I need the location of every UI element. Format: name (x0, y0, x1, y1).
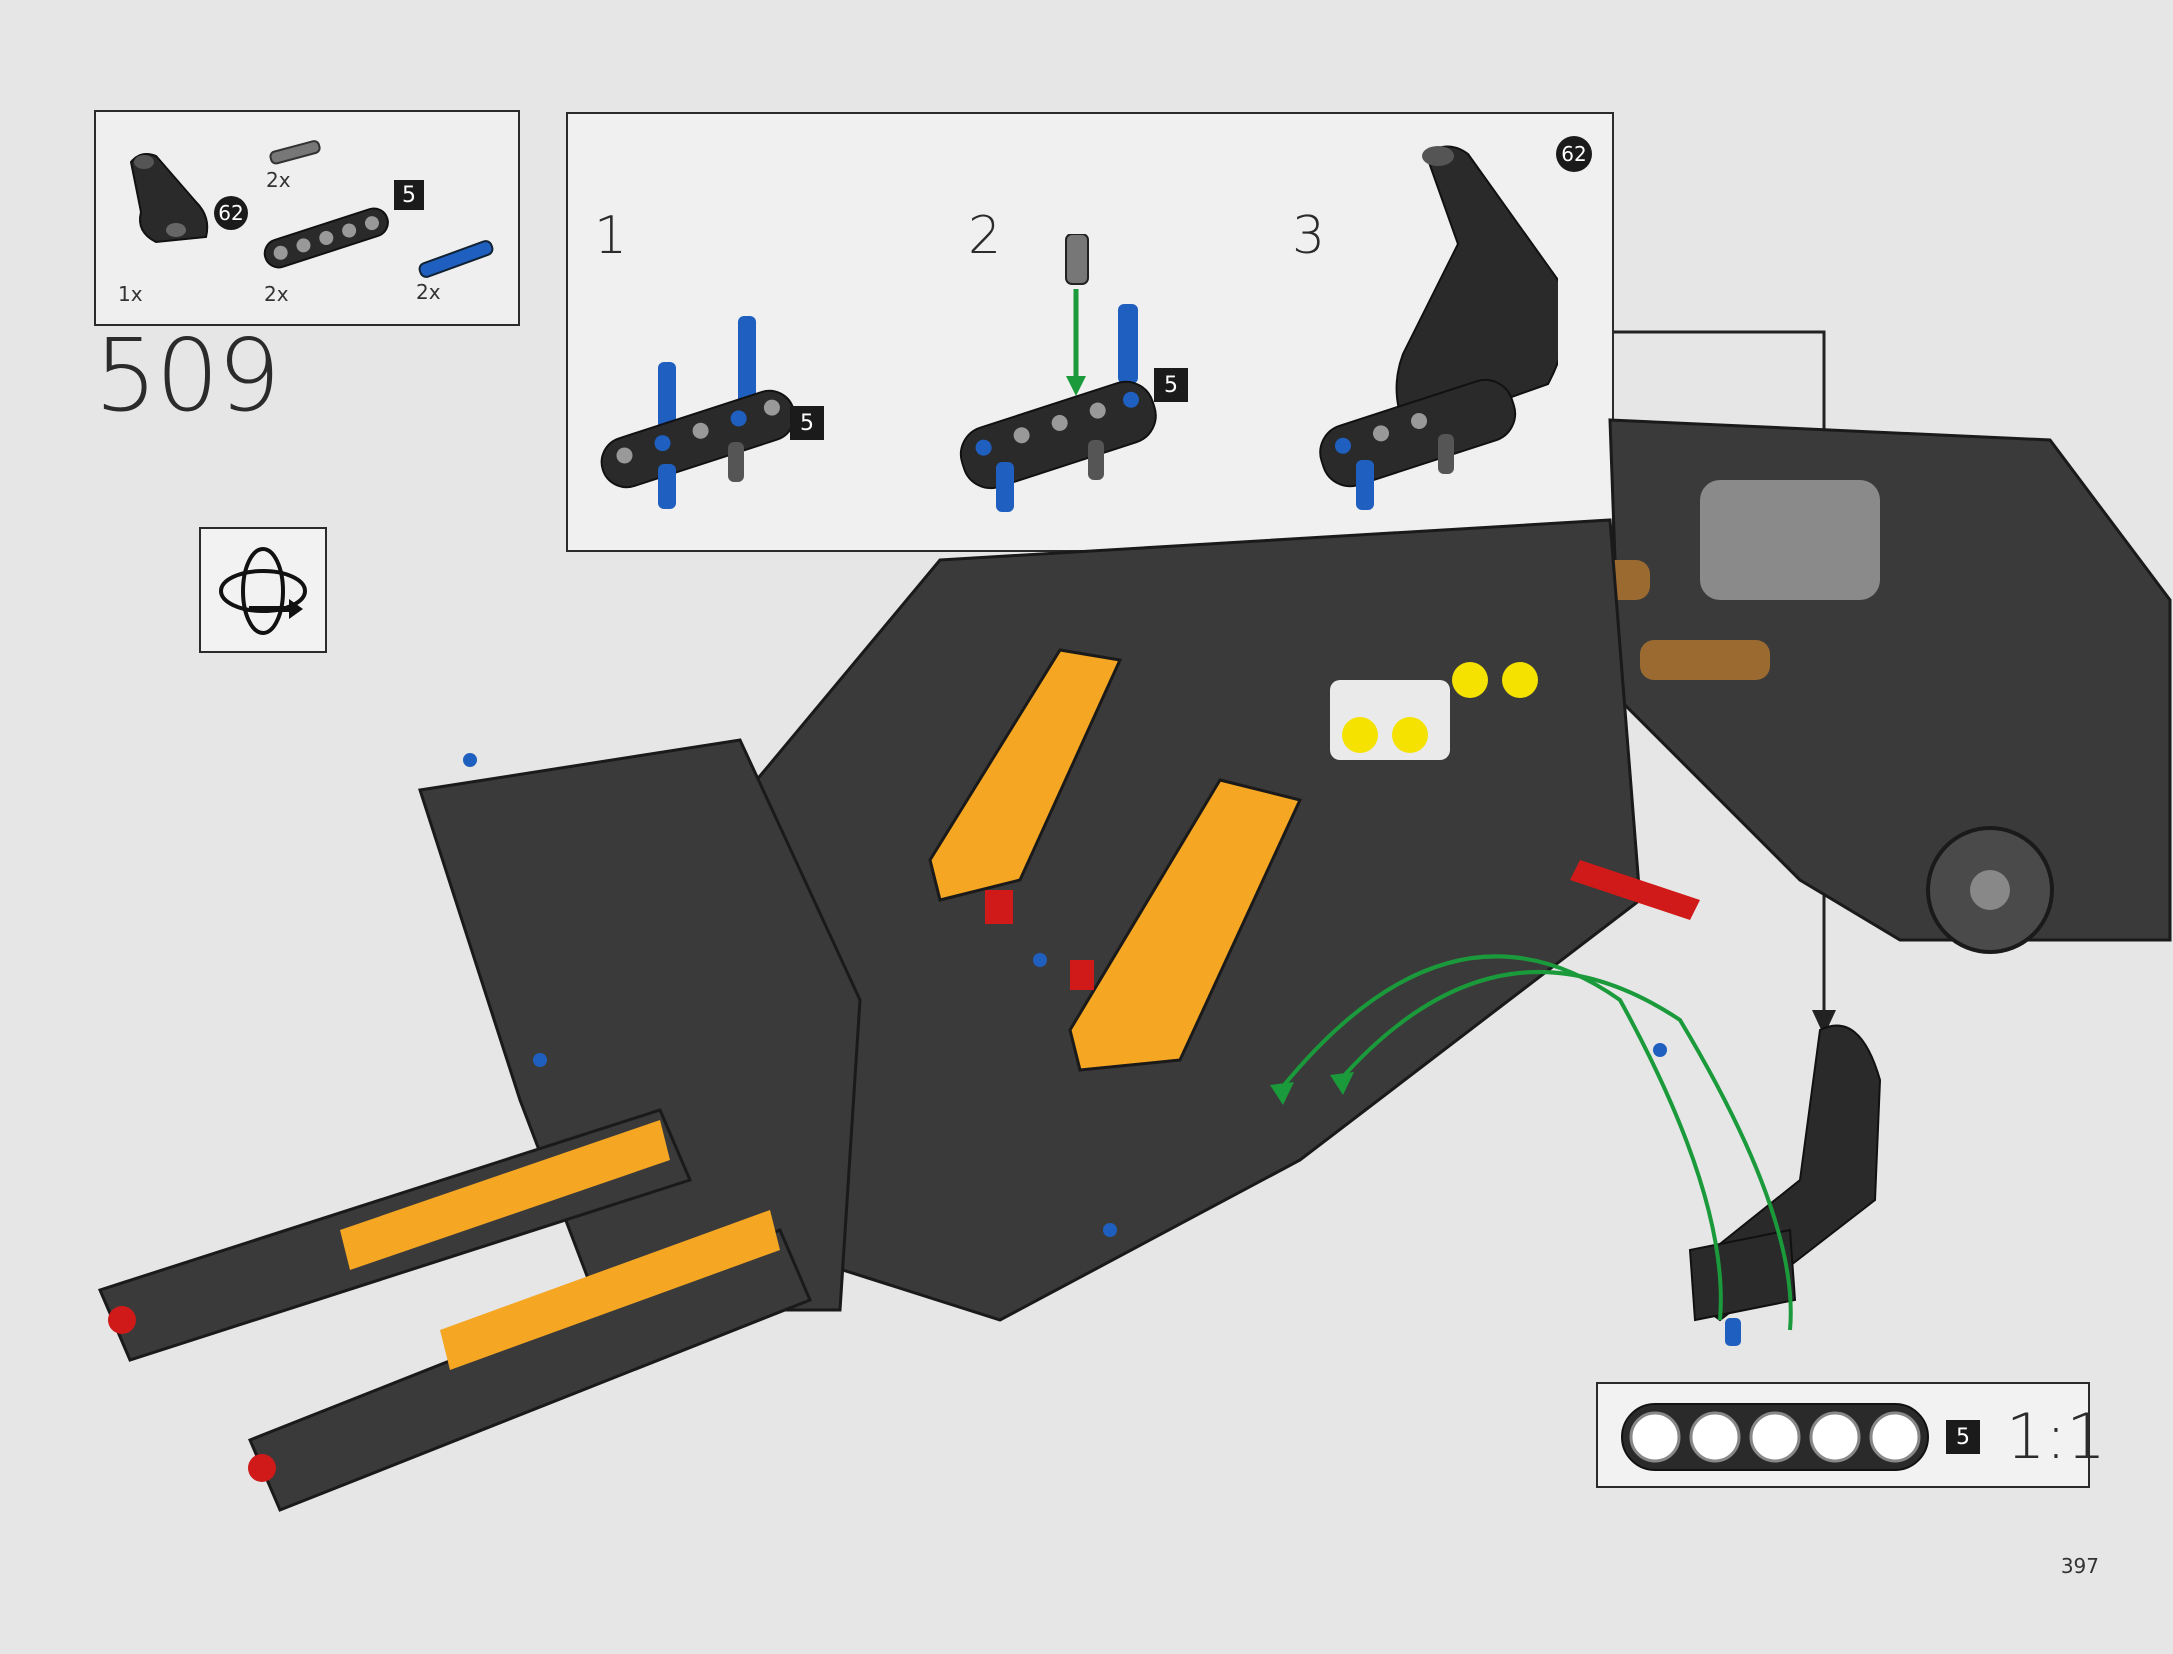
substep-number: 1 (594, 206, 628, 266)
qty-label: 2x (264, 282, 289, 306)
substep-number: 2 (968, 206, 1002, 266)
callout-5-badge: 5 (394, 180, 424, 210)
axle-pin-blue-icon (418, 240, 494, 278)
subassembly-box: 1 2 3 5 5 (566, 112, 1614, 552)
beam-5-scale-drawing (1621, 1403, 1929, 1471)
parts-list-box: 62 1x 2x 5 2x 2x (94, 110, 520, 326)
rotate-model-icon (219, 547, 307, 635)
qty-label: 1x (118, 282, 143, 306)
rotate-icon-box (199, 527, 327, 653)
scale-label: 1:1 (2006, 1400, 2106, 1473)
substep-2-beam-with-pins (959, 234, 1157, 512)
qty-label: 2x (416, 280, 441, 304)
axle-pin-grey-icon (269, 140, 321, 165)
page-number: 397 (2060, 1554, 2099, 1578)
callout-62-badge: 62 (1556, 136, 1592, 172)
callout-5-badge: 5 (1154, 368, 1188, 402)
callout-62-badge: 62 (214, 196, 248, 230)
substep-1-beam-with-pins (600, 316, 796, 509)
step-number: 509 (94, 317, 281, 434)
qty-label: 2x (266, 168, 291, 192)
panel-fairing-part-icon (129, 153, 209, 244)
callout-5-badge: 5 (1946, 1420, 1980, 1454)
substep-number: 3 (1292, 206, 1326, 266)
scale-reference-box: 5 1:1 (1596, 1382, 2106, 1488)
beam-5-part-icon (263, 207, 389, 269)
substep-3-fairing-on-beam (1319, 145, 1558, 510)
callout-5-badge: 5 (790, 406, 824, 440)
